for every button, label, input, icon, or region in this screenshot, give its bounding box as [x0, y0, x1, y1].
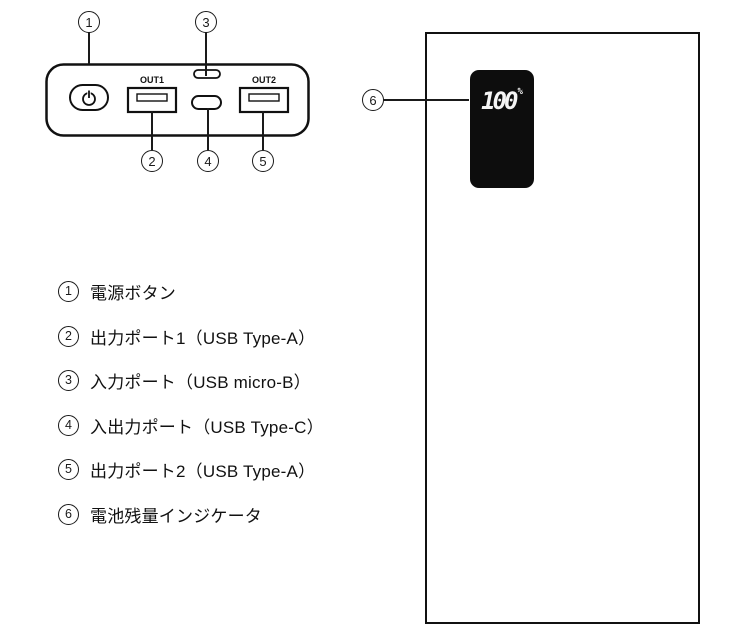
- legend: 1 電源ボタン 2 出力ポート1（USB Type-A） 3 入力ポート（USB…: [58, 281, 324, 548]
- legend-num-6: 6: [58, 503, 79, 525]
- callout-3: 3: [195, 11, 217, 33]
- legend-item-2: 2 出力ポート1（USB Type-A）: [58, 325, 324, 348]
- legend-label-1: 電源ボタン: [90, 284, 176, 303]
- device-top-outline: [45, 63, 310, 137]
- legend-item-3: 3 入力ポート（USB micro-B）: [58, 370, 324, 392]
- callout-1-number: 1: [85, 14, 93, 30]
- callout-4-number: 4: [204, 153, 212, 169]
- legend-label-4: 入出力ポート（USB Type-C）: [90, 417, 324, 437]
- power-icon: [82, 90, 96, 106]
- legend-item-4: 4 入出力ポート（USB Type-C）: [58, 414, 324, 437]
- legend-label-3: 入力ポート（USB micro-B）: [90, 373, 311, 392]
- battery-display: 100%: [470, 70, 534, 188]
- callout-5: 5: [252, 150, 274, 172]
- legend-item-6: 6 電池残量インジケータ: [58, 503, 324, 526]
- callout-4: 4: [197, 150, 219, 172]
- legend-label-5: 出力ポート2（USB Type-A）: [90, 462, 316, 481]
- leader-line-5: [262, 111, 264, 150]
- micro-b-port: [193, 69, 221, 79]
- leader-line-2: [151, 111, 153, 150]
- legend-label-2: 出力ポート1（USB Type-A）: [90, 328, 316, 348]
- callout-2: 2: [141, 150, 163, 172]
- callout-6-number: 6: [369, 92, 377, 108]
- usb-c-port: [191, 95, 222, 110]
- legend-num-2: 2: [58, 325, 79, 347]
- legend-num-3: 3: [58, 370, 79, 391]
- device-front-view: 100%: [425, 32, 700, 624]
- legend-item-5: 5 出力ポート2（USB Type-A）: [58, 459, 324, 481]
- leader-line-1: [88, 32, 90, 64]
- usb-a-port-2: [238, 86, 290, 114]
- legend-item-1: 1 電源ボタン: [58, 281, 324, 303]
- callout-5-number: 5: [259, 153, 267, 169]
- leader-line-4: [207, 108, 209, 150]
- legend-label-6: 電池残量インジケータ: [90, 506, 262, 526]
- callout-6: 6: [362, 89, 384, 111]
- callout-3-number: 3: [202, 14, 210, 30]
- leader-line-3: [205, 32, 207, 76]
- device-top-view: OUT1 OUT2: [45, 63, 310, 137]
- callout-2-number: 2: [148, 153, 156, 169]
- battery-value: 100: [481, 87, 518, 115]
- legend-num-5: 5: [58, 459, 79, 480]
- out2-label: OUT2: [252, 75, 276, 85]
- leader-line-6: [383, 99, 469, 101]
- callout-1: 1: [78, 11, 100, 33]
- legend-num-4: 4: [58, 414, 79, 436]
- battery-unit: %: [517, 87, 523, 97]
- battery-percentage: 100%: [470, 87, 534, 115]
- out1-label: OUT1: [140, 75, 164, 85]
- legend-num-1: 1: [58, 281, 79, 302]
- power-button: [69, 84, 109, 111]
